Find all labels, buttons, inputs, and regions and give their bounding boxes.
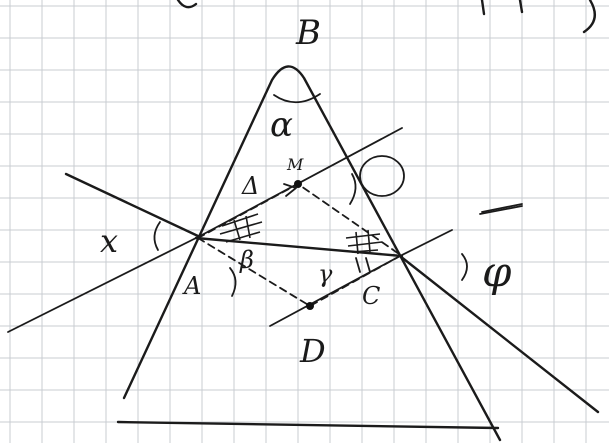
label-b: B bbox=[295, 13, 321, 53]
label-alpha: α bbox=[270, 105, 293, 145]
angle-hatch-c bbox=[345, 229, 383, 255]
label-d: D bbox=[299, 332, 326, 370]
label-phi: φ bbox=[482, 247, 512, 296]
label-delta: Δ bbox=[241, 172, 259, 200]
label-beta: β bbox=[239, 246, 254, 274]
angle-m-stroke bbox=[349, 173, 357, 205]
point-m bbox=[294, 180, 302, 188]
top-edge-strokes bbox=[176, 0, 596, 34]
apex-angle-arc bbox=[273, 93, 321, 104]
label-c: C bbox=[362, 282, 380, 310]
angle-hatch-a bbox=[219, 213, 263, 243]
angle-gamma-strokes bbox=[355, 257, 371, 273]
circled-mark bbox=[359, 155, 405, 197]
angle-m-mark bbox=[283, 183, 297, 197]
label-x: x bbox=[100, 222, 118, 260]
angle-x-arc bbox=[153, 221, 161, 251]
angle-beta-arc bbox=[229, 267, 237, 297]
point-d bbox=[306, 302, 314, 310]
angle-phi-arc bbox=[461, 253, 468, 281]
label-m: M bbox=[286, 155, 304, 174]
label-gamma: γ bbox=[318, 260, 333, 288]
label-a: A bbox=[182, 272, 201, 300]
angle-phi-bar bbox=[479, 205, 523, 215]
prism-triangle bbox=[116, 65, 502, 442]
